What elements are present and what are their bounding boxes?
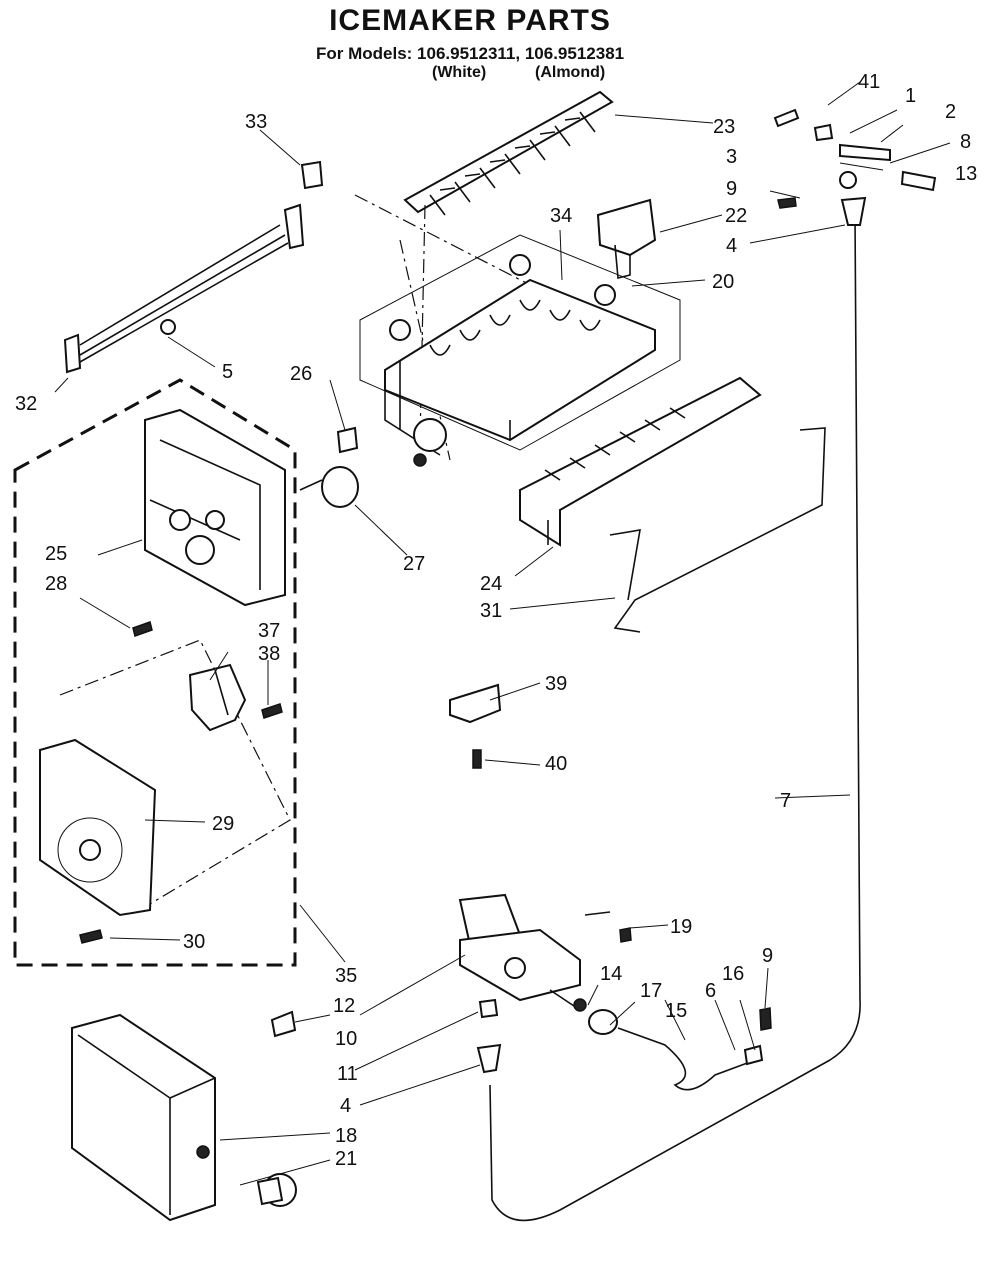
fill-tube-fittings: [773, 108, 937, 226]
callout-13: 13: [955, 163, 977, 185]
grommet: [588, 1009, 618, 1035]
water-valve: [458, 893, 581, 1002]
callout-18: 18: [335, 1125, 357, 1147]
callout-35: 35: [335, 965, 357, 987]
front-cover: [71, 1013, 216, 1222]
motor: [188, 663, 247, 732]
shutoff-arm-wire: [609, 427, 826, 633]
screw: [79, 929, 103, 944]
diagram-header: ICEMAKER PARTS For Models: 106.9512311, …: [0, 0, 1000, 95]
callout-26: 26: [290, 363, 312, 385]
screw: [619, 927, 632, 943]
callout-37: 37: [258, 620, 280, 642]
variant-almond: (Almond): [535, 64, 606, 81]
callout-19: 19: [670, 916, 692, 938]
harness-clip: [300, 160, 324, 190]
screw: [759, 1007, 772, 1031]
thermostat: [299, 466, 359, 508]
wire-nut: [270, 1010, 297, 1038]
callout-22: 22: [725, 205, 747, 227]
ice-stripper: [519, 376, 762, 547]
callout-14: 14: [600, 963, 622, 985]
callout-27: 27: [403, 553, 425, 575]
support-plate: [39, 738, 157, 917]
nut: [478, 998, 499, 1019]
variant-white: (White): [432, 64, 487, 81]
cord-bracket: [336, 426, 359, 454]
callout-2: 2: [945, 101, 956, 123]
module-assembly-outline: [13, 378, 297, 967]
callout-24: 24: [480, 573, 502, 595]
wire-clip: [160, 319, 176, 335]
callout-20: 20: [712, 271, 734, 293]
callout-6: 6: [705, 980, 716, 1002]
callout-9b: 9: [762, 945, 773, 967]
icemaker-mold: [359, 234, 681, 467]
leader-lines: [54, 81, 951, 1186]
water-tube: [489, 214, 861, 1222]
screw: [132, 621, 153, 637]
callout-40: 40: [545, 753, 567, 775]
callout-10: 10: [335, 1028, 357, 1050]
callout-4b: 4: [340, 1095, 351, 1117]
bin-signal-bracket: [596, 198, 657, 280]
screw: [261, 703, 283, 719]
axis-line: [354, 194, 541, 291]
callout-9: 9: [726, 178, 737, 200]
callout-3: 3: [726, 146, 737, 168]
callout-41: 41: [858, 71, 880, 93]
callout-labels: 33 23 41 1 2 3 8 13 9 34 22 4 20 5 26 32…: [15, 71, 977, 1170]
fill-hose: [617, 1027, 751, 1091]
ferrule: [476, 1043, 502, 1074]
callout-38: 38: [258, 643, 280, 665]
callout-23: 23: [713, 116, 735, 138]
callout-39: 39: [545, 673, 567, 695]
callout-1: 1: [905, 85, 916, 107]
callout-5: 5: [222, 361, 233, 383]
callout-11: 11: [337, 1063, 358, 1085]
callout-33: 33: [245, 111, 267, 133]
wiring-harness: [63, 203, 305, 374]
callout-16: 16: [722, 963, 744, 985]
callout-21: 21: [335, 1148, 357, 1170]
fill-cup-bracket: [449, 683, 502, 724]
screw: [472, 749, 482, 769]
ejector-bar: [403, 90, 614, 216]
callout-25: 25: [45, 543, 67, 565]
callout-8: 8: [960, 131, 971, 153]
callout-28: 28: [45, 573, 67, 595]
knob: [256, 1173, 297, 1207]
callout-30: 30: [183, 931, 205, 953]
callout-7: 7: [780, 790, 791, 812]
callout-12: 12: [333, 995, 355, 1017]
axis-line: [59, 639, 291, 911]
callout-34: 34: [550, 205, 572, 227]
callout-29: 29: [212, 813, 234, 835]
module-housing: [144, 408, 286, 607]
callout-32: 32: [15, 393, 37, 415]
models-line: For Models: 106.9512311, 106.9512381: [316, 44, 625, 63]
callout-15: 15: [665, 1000, 687, 1022]
washer: [573, 998, 587, 1012]
page-title: ICEMAKER PARTS: [329, 4, 611, 37]
callout-4: 4: [726, 235, 737, 257]
callout-31: 31: [480, 600, 502, 622]
fitting: [743, 1044, 764, 1066]
callout-17: 17: [640, 980, 662, 1002]
